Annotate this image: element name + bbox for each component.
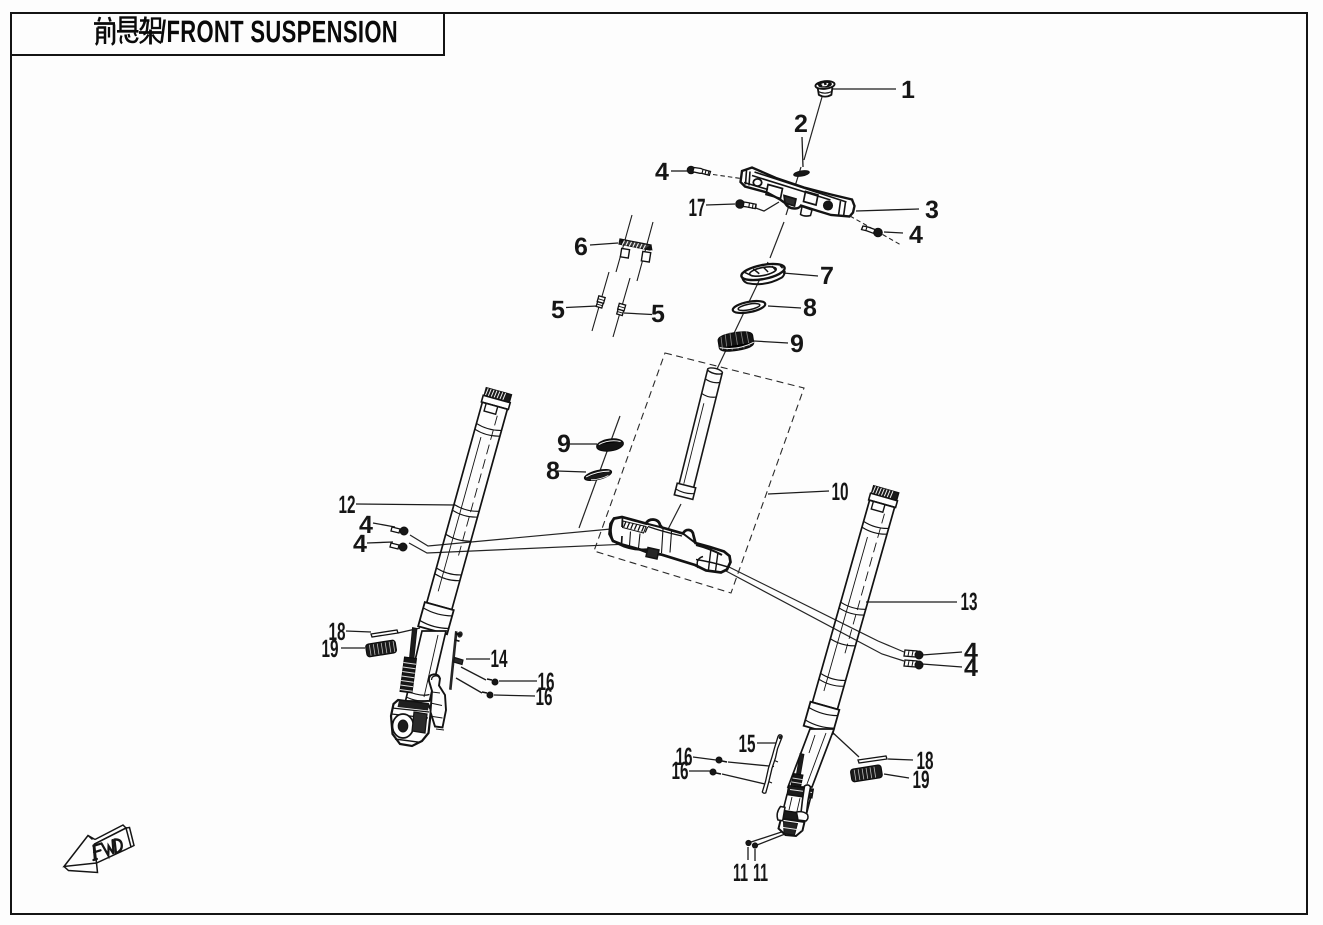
svg-text:16: 16 — [675, 743, 692, 771]
svg-text:11: 11 — [753, 859, 768, 887]
svg-text:10: 10 — [831, 478, 848, 506]
svg-text:5: 5 — [551, 296, 565, 324]
svg-text:12: 12 — [338, 491, 355, 519]
svg-text:19: 19 — [321, 635, 338, 663]
svg-text:18: 18 — [916, 747, 933, 775]
svg-text:2: 2 — [794, 110, 808, 138]
svg-text:13: 13 — [960, 588, 977, 616]
svg-text:9: 9 — [557, 430, 571, 458]
svg-text:9: 9 — [790, 330, 804, 358]
svg-text:17: 17 — [688, 194, 705, 222]
svg-text:3: 3 — [925, 196, 939, 224]
svg-text:6: 6 — [574, 233, 588, 261]
svg-text:15: 15 — [738, 730, 755, 758]
svg-text:16: 16 — [535, 683, 552, 711]
svg-text:7: 7 — [820, 262, 834, 290]
svg-text:11: 11 — [733, 859, 748, 887]
svg-text:/FRONT SUSPENSION: /FRONT SUSPENSION — [160, 14, 398, 49]
svg-text:8: 8 — [546, 457, 560, 485]
svg-text:14: 14 — [490, 645, 507, 673]
svg-text:4: 4 — [655, 158, 669, 186]
svg-text:18: 18 — [328, 618, 345, 646]
svg-text:1: 1 — [901, 76, 915, 104]
svg-text:16: 16 — [671, 757, 688, 785]
svg-text:4: 4 — [359, 511, 373, 539]
svg-text:16: 16 — [537, 668, 554, 696]
svg-text:4: 4 — [964, 654, 978, 682]
svg-text:4: 4 — [964, 638, 978, 666]
svg-text:5: 5 — [651, 300, 665, 328]
svg-text:19: 19 — [912, 766, 929, 794]
svg-text:4: 4 — [353, 530, 367, 558]
svg-text:8: 8 — [803, 294, 817, 322]
svg-text:4: 4 — [909, 221, 923, 249]
